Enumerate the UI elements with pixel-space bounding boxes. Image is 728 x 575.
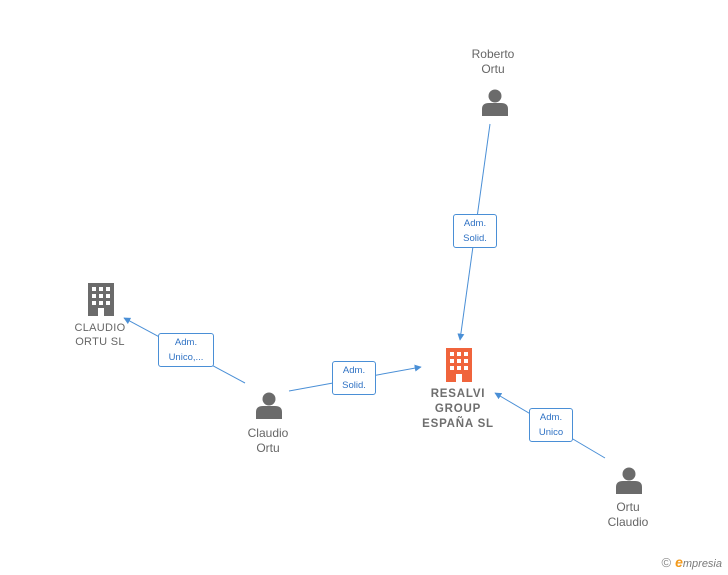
edge-label-claudio-claudio-sl: Adm. Unico,...: [158, 333, 214, 367]
building-icon[interactable]: [446, 348, 472, 382]
person-icon[interactable]: [256, 392, 282, 420]
node-label-claudio-ortu-sl[interactable]: CLAUDIO ORTU SL: [74, 322, 126, 348]
copyright-symbol: ©: [661, 555, 672, 570]
edge-label-roberto-resalvi: Adm. Solid.: [453, 214, 497, 248]
person-icon[interactable]: [482, 89, 508, 117]
node-label-claudio-ortu[interactable]: Claudio Ortu: [247, 426, 289, 455]
edge-label-claudio-resalvi: Adm. Solid.: [332, 361, 376, 395]
brand-logo-text: mpresia: [682, 558, 722, 570]
node-label-resalvi-group[interactable]: RESALVI GROUP ESPAÑA SL: [422, 388, 494, 430]
building-icon[interactable]: [88, 283, 114, 316]
brand-logo-initial: e: [675, 554, 683, 570]
person-icon[interactable]: [616, 467, 642, 495]
empresia-watermark[interactable]: ©empresia: [661, 554, 722, 570]
node-label-ortu-claudio[interactable]: Ortu Claudio: [607, 500, 649, 529]
edge-label-ortu-claudio-resalvi: Adm. Unico: [529, 408, 573, 442]
node-label-roberto-ortu[interactable]: Roberto Ortu: [471, 47, 515, 76]
